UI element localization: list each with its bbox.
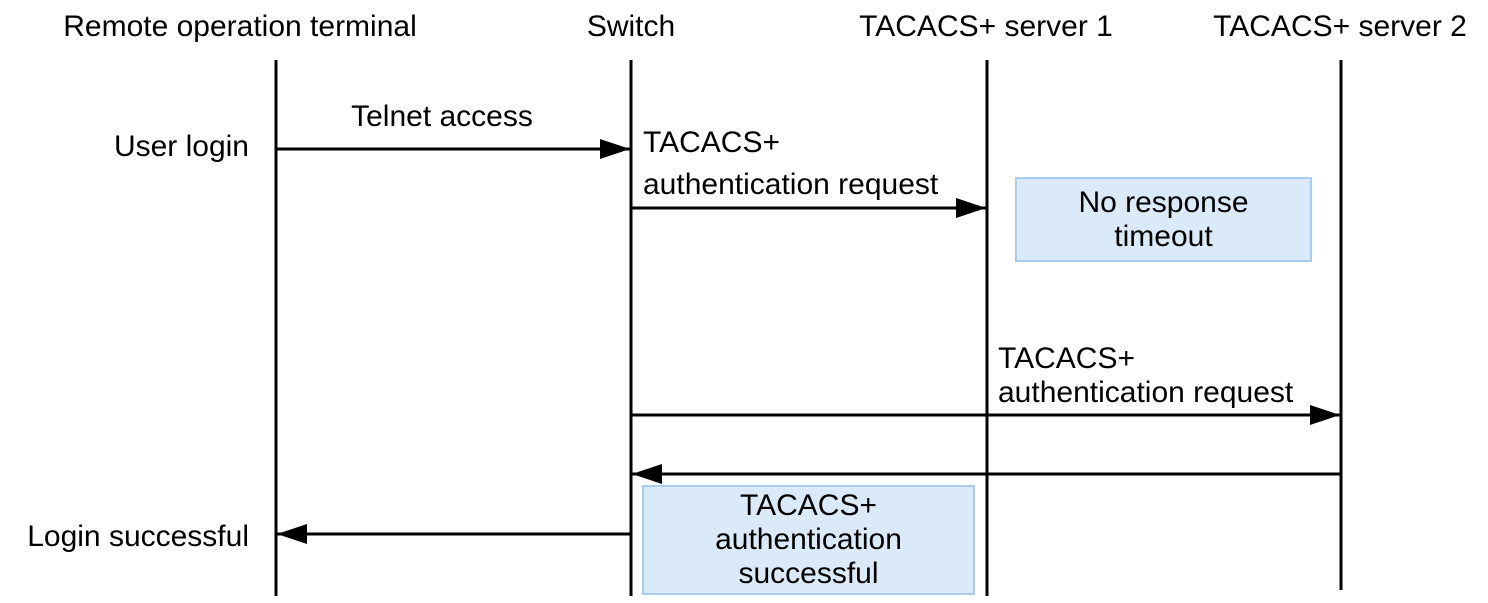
participant-switch: Switch bbox=[586, 10, 676, 43]
note-no-response-timeout: No response timeout bbox=[1015, 177, 1312, 262]
participant-server2: TACACS+ server 2 bbox=[1213, 10, 1467, 43]
label-auth-request-1-line2: authentication request bbox=[643, 168, 939, 201]
note-success-line1: TACACS+ bbox=[740, 489, 877, 522]
event-user-login: User login bbox=[113, 130, 249, 163]
note-success-line3: successful bbox=[738, 557, 879, 590]
participant-terminal: Remote operation terminal bbox=[63, 10, 417, 43]
event-login-successful: Login successful bbox=[27, 520, 249, 553]
label-auth-request-2-line2: authentication request bbox=[998, 376, 1294, 409]
label-auth-request-1-line1: TACACS+ bbox=[643, 126, 780, 159]
label-telnet-access: Telnet access bbox=[351, 100, 533, 133]
participant-server1: TACACS+ server 1 bbox=[859, 10, 1113, 43]
note-success-line2: authentication bbox=[715, 523, 902, 556]
note-timeout-line2: timeout bbox=[1114, 219, 1213, 253]
label-auth-request-2-line1: TACACS+ bbox=[998, 342, 1135, 375]
note-timeout-line1: No response bbox=[1078, 185, 1249, 219]
note-authentication-successful: TACACS+ authentication successful bbox=[642, 485, 975, 595]
